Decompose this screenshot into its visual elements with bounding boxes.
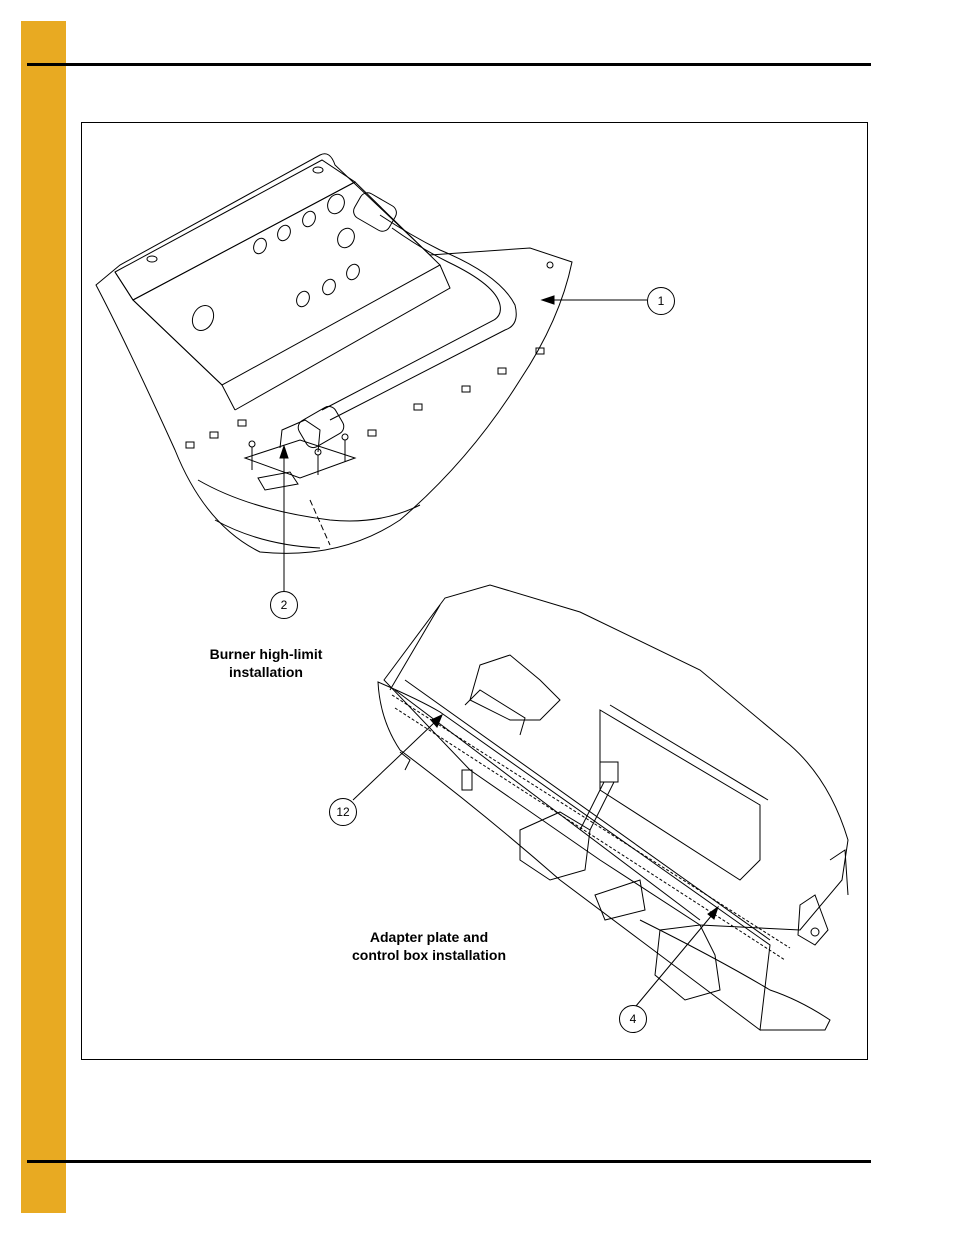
callout-2: 2 bbox=[270, 591, 298, 619]
side-color-bar bbox=[21, 21, 66, 1213]
leader-lines bbox=[279, 295, 719, 1007]
figure-frame bbox=[81, 122, 868, 1060]
callout-4: 4 bbox=[619, 1005, 647, 1033]
caption-burner-high-limit: Burner high-limit installation bbox=[196, 645, 336, 681]
caption-line: installation bbox=[229, 664, 303, 680]
control-box-drawing bbox=[377, 584, 849, 1031]
caption-line: Burner high-limit bbox=[209, 646, 323, 662]
callout-12: 12 bbox=[329, 798, 357, 826]
burner-housing-drawing bbox=[95, 153, 573, 554]
footer-rule bbox=[27, 1160, 871, 1163]
caption-line: Adapter plate and bbox=[369, 929, 489, 945]
header-rule bbox=[27, 63, 871, 66]
rim-bolts bbox=[185, 347, 545, 449]
caption-line: control box installation bbox=[351, 947, 506, 963]
callout-1: 1 bbox=[647, 287, 675, 315]
caption-adapter-plate: Adapter plate and control box installati… bbox=[336, 928, 522, 964]
